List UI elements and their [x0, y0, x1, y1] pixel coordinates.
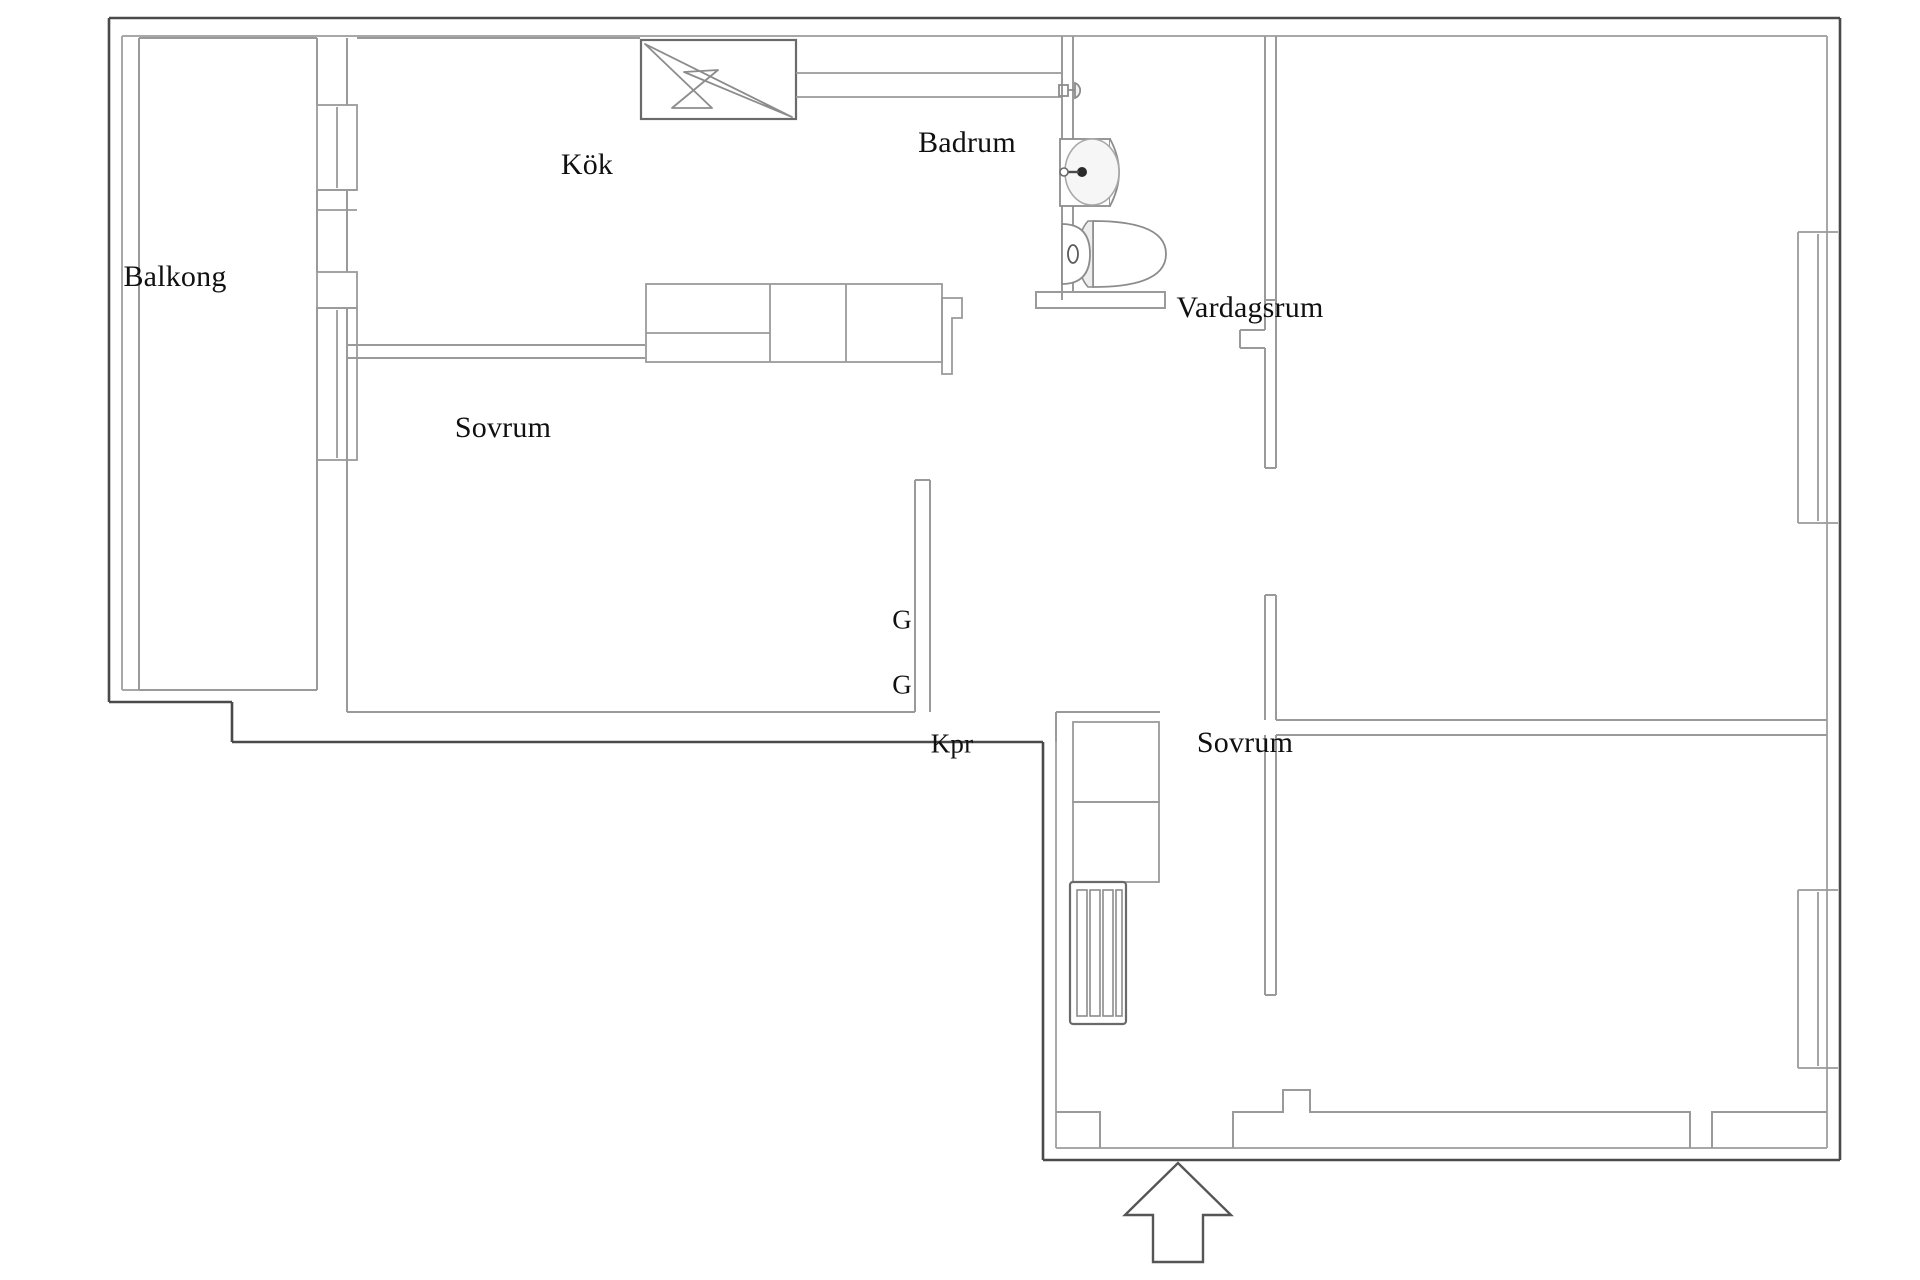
livingroom-walls	[1239, 300, 1827, 996]
closet-boxes	[1072, 721, 1160, 883]
radiator-icon	[1068, 880, 1128, 1026]
closet-label-2: G	[892, 669, 912, 700]
room-label-kok: Kök	[560, 148, 614, 181]
balcony-door-openings	[316, 104, 358, 461]
lightning-bolt-icon	[639, 38, 798, 121]
room-label-badrum: Badrum	[918, 126, 1016, 159]
hallway-walls	[1055, 711, 1160, 742]
water-valve-icon	[1058, 81, 1082, 100]
balcony-room	[138, 37, 318, 691]
bathroom-sink-icon	[1059, 138, 1120, 207]
closet-label-1: G	[892, 604, 912, 635]
room-label-sovrum-ost: Sovrum	[1196, 726, 1294, 759]
window-openings-east	[1797, 231, 1838, 1069]
kitchen-walls	[346, 37, 645, 360]
outer-wall-outline	[107, 16, 1842, 1162]
room-label-balkong: Balkong	[123, 260, 227, 293]
west-bedroom-walls	[346, 358, 931, 713]
room-label-sovrum-vast: Sovrum	[454, 411, 552, 444]
room-label-vardagsrum: Vardagsrum	[1176, 291, 1324, 324]
toilet-icon	[1061, 220, 1167, 288]
inner-wall-face	[121, 35, 1828, 1149]
room-label-kpr: Kpr	[930, 728, 974, 759]
entrance-arrow-icon	[1122, 1161, 1234, 1264]
bottom-wall-openings	[1056, 1089, 1827, 1148]
kitchen-upper-cabinets	[796, 72, 1063, 98]
kitchen-counter-run	[645, 283, 963, 375]
